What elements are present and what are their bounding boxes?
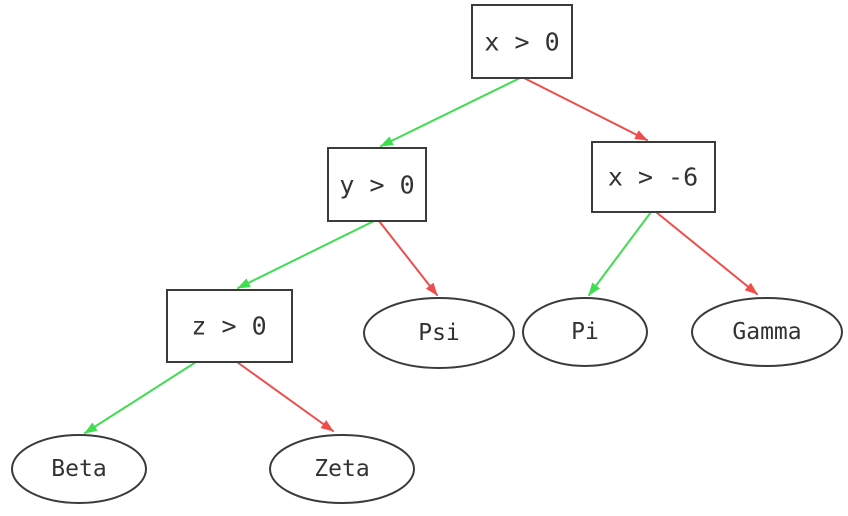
- edge-y0-false-to-psi: [378, 220, 438, 296]
- node-z-gt-0-box: [166, 289, 293, 363]
- node-x-gt-0-box: [471, 4, 573, 79]
- leaf-zeta-ellipse: [269, 434, 415, 504]
- node-z-gt-0: z > 0: [166, 289, 293, 363]
- leaf-zeta: Zeta: [269, 434, 415, 504]
- node-x-gt-0: x > 0: [471, 4, 573, 79]
- node-y-gt-0: y > 0: [327, 147, 427, 222]
- edge-root-false-to-xm6: [523, 77, 648, 141]
- leaf-gamma-ellipse: [691, 297, 843, 367]
- edges-layer: [84, 77, 758, 434]
- node-y-gt-0-box: [327, 147, 427, 222]
- node-y-gt-0-label: y > 0: [339, 171, 414, 200]
- leaf-pi: Pi: [522, 297, 648, 367]
- node-x-gt-0-label: x > 0: [484, 28, 559, 57]
- nodes-layer: x > 0 y > 0 x > -6 z > 0 Psi Pi: [11, 4, 843, 504]
- leaf-pi-label: Pi: [571, 319, 599, 345]
- edge-z0-false-to-zeta: [236, 361, 334, 432]
- leaf-beta: Beta: [11, 434, 147, 504]
- leaf-zeta-label: Zeta: [314, 456, 369, 482]
- node-x-gt-neg6-box: [591, 141, 716, 213]
- leaf-beta-ellipse: [11, 434, 147, 504]
- node-x-gt-neg6: x > -6: [591, 141, 716, 213]
- node-x-gt-neg6-label: x > -6: [608, 163, 698, 192]
- leaf-gamma-label: Gamma: [732, 319, 801, 345]
- leaf-psi-label: Psi: [418, 320, 460, 346]
- leaf-psi-ellipse: [363, 297, 515, 369]
- leaf-pi-ellipse: [522, 297, 648, 367]
- edge-z0-true-to-beta: [84, 361, 197, 434]
- edge-root-true-to-y0: [380, 77, 521, 147]
- leaf-psi: Psi: [363, 297, 515, 369]
- edge-xm6-true-to-pi: [588, 211, 652, 296]
- leaf-gamma: Gamma: [691, 297, 843, 367]
- edge-xm6-false-to-gamma: [655, 211, 758, 295]
- node-z-gt-0-label: z > 0: [191, 312, 266, 341]
- edge-y0-true-to-z0: [237, 220, 375, 289]
- leaf-beta-label: Beta: [51, 456, 106, 482]
